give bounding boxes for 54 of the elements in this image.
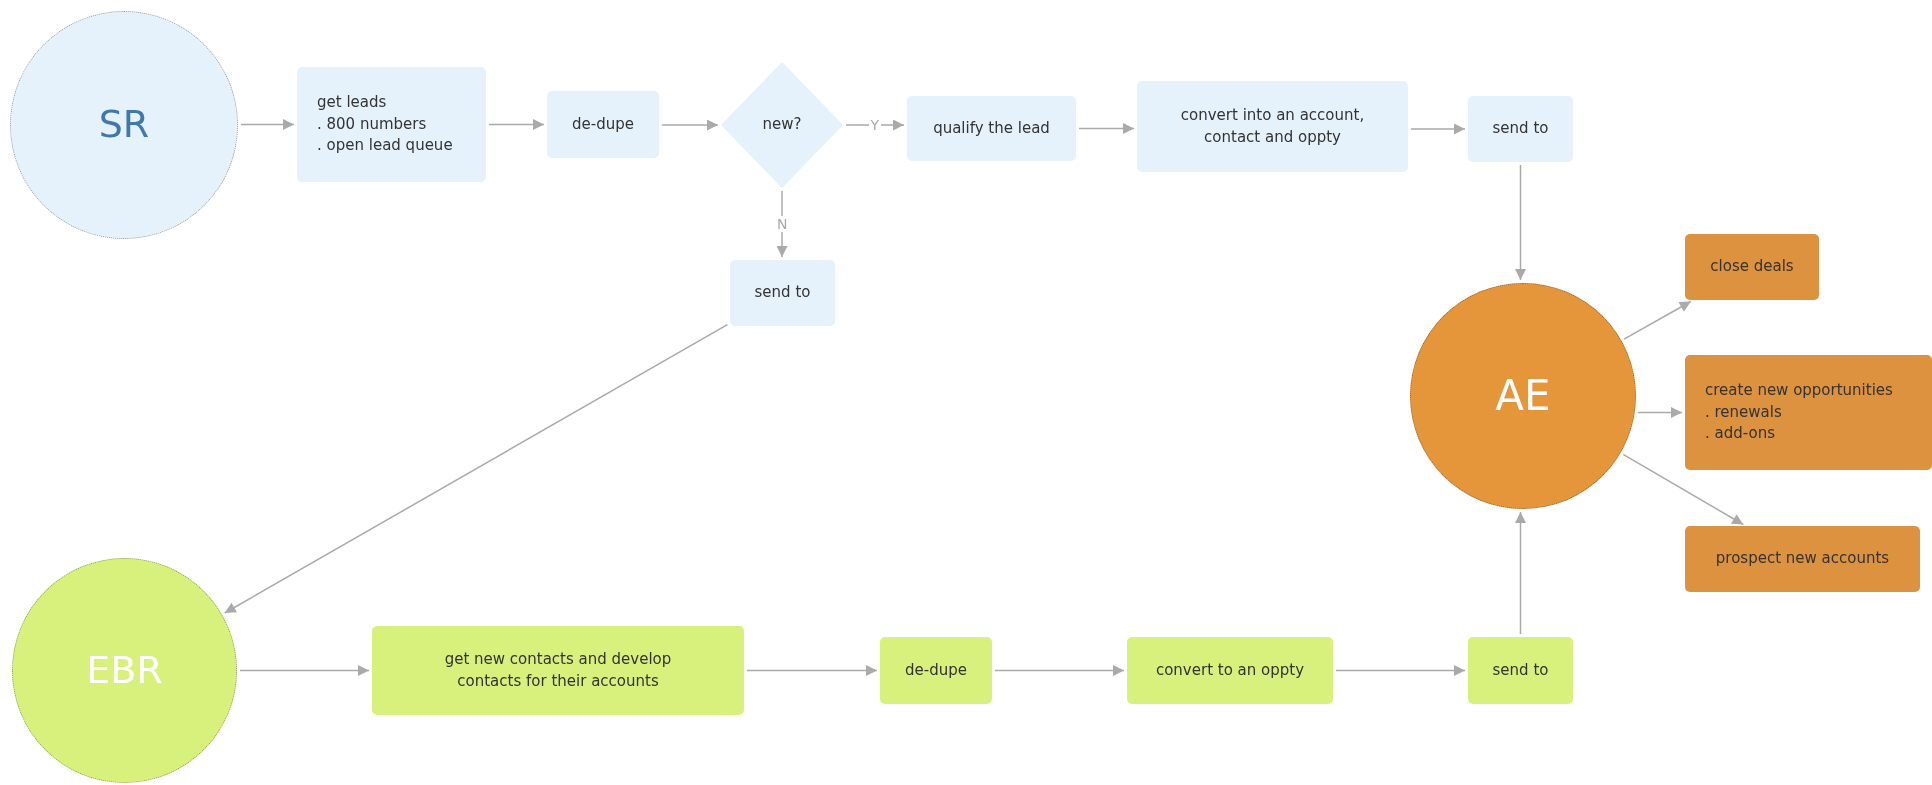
- arrow: [1078, 123, 1135, 134]
- node-text: convert to an oppty: [1154, 659, 1306, 681]
- arrow: [1410, 123, 1466, 135]
- arrow: [488, 119, 545, 130]
- task-box: [1685, 234, 1819, 300]
- arrow: [1623, 300, 1692, 340]
- task-box: [1685, 526, 1920, 592]
- node-text: de-dupe: [571, 113, 635, 135]
- process-box: [1468, 637, 1573, 704]
- node-text: close deals: [1709, 256, 1795, 278]
- node-text: SR: [97, 101, 151, 149]
- edge-label: N: [775, 216, 790, 232]
- node-text: qualify the lead: [932, 117, 1051, 139]
- arrow: [746, 665, 878, 676]
- task-box: [1685, 355, 1932, 470]
- arrow: [994, 665, 1125, 676]
- node-text: . open lead queue: [317, 135, 454, 157]
- node-text: new?: [761, 114, 803, 136]
- node-text: send to: [1491, 659, 1550, 681]
- node-text: EBR: [85, 646, 164, 694]
- node-text: get leads: [317, 91, 388, 113]
- process-box: [1137, 81, 1408, 172]
- edge-label: Y: [868, 117, 882, 133]
- process-box: [730, 260, 835, 326]
- node-text: get new contacts and develop contacts for their accounts: [443, 648, 673, 692]
- node-text: de-dupe: [904, 659, 968, 681]
- arrow: [1515, 511, 1526, 635]
- process-box: [880, 637, 992, 704]
- node-text: AE: [1494, 369, 1552, 422]
- arrow: [239, 665, 370, 676]
- process-box: [1127, 637, 1333, 704]
- node-text: send to: [1491, 118, 1550, 140]
- decision-diamond: [721, 62, 843, 188]
- node-text: send to: [753, 282, 812, 304]
- arrow: [845, 119, 905, 131]
- arrow: [1515, 164, 1526, 281]
- arrow: [1637, 407, 1683, 418]
- node-text: create new opportunities: [1705, 379, 1894, 401]
- node-text: . add-ons: [1705, 423, 1776, 445]
- process-box: [547, 91, 659, 158]
- arrow: [240, 119, 295, 130]
- node-text: . 800 numbers: [317, 113, 428, 135]
- node-text: convert into an account, contact and oppty: [1179, 104, 1366, 148]
- process-box: [297, 67, 486, 182]
- node-text: . renewals: [1705, 401, 1783, 423]
- node-text: prospect new accounts: [1714, 548, 1891, 570]
- process-box: [1468, 96, 1573, 162]
- arrow: [1335, 665, 1466, 676]
- arrow: [661, 119, 719, 131]
- process-box: [907, 96, 1076, 161]
- arrow: [1622, 453, 1745, 526]
- process-box: [372, 626, 744, 715]
- arrow: [223, 323, 729, 614]
- arrow: [776, 190, 788, 258]
